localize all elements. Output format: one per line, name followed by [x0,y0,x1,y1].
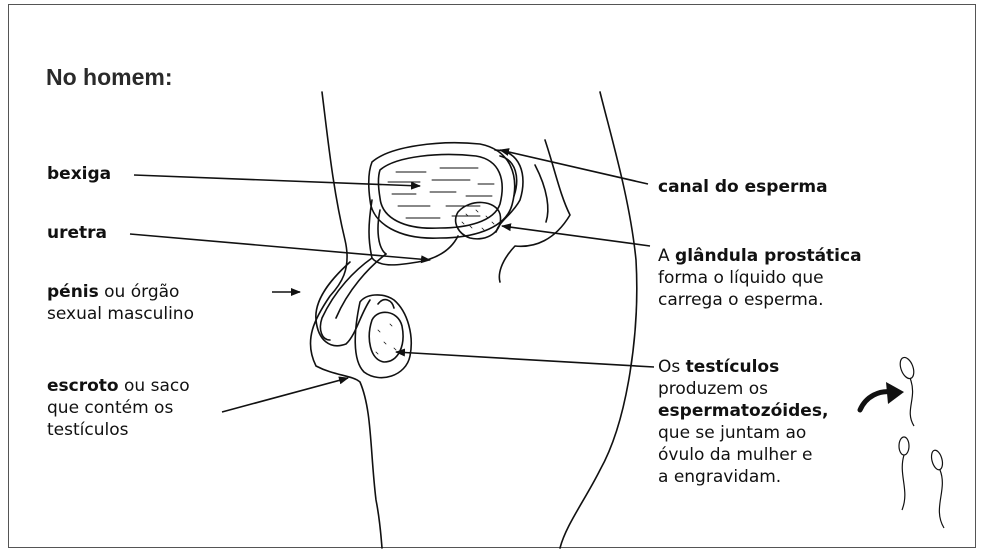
body-outline-back [560,92,637,548]
label-prostata-line3: carrega o esperma. [658,289,862,311]
testis-outline [369,312,403,362]
arrow-testiculos [396,352,654,367]
label-testiculos-line4: que se juntam ao [658,422,828,444]
label-prostata-pre: A [658,246,675,266]
label-prostata-bold: glândula prostática [675,246,862,266]
label-uretra-text: uretra [47,223,107,243]
sperm-illustration [898,356,945,528]
label-testiculos-pre: Os [658,357,686,377]
label-penis-bold: pénis [47,282,99,302]
label-prostata-line2: forma o líquido que [658,267,862,289]
label-penis: pénis ou órgão sexual masculino [47,281,194,325]
label-testiculos-line6: a engravidam. [658,466,828,488]
label-prostata: A glândula prostática forma o líquido qu… [658,245,862,311]
arrow-bexiga [134,175,420,186]
label-testiculos-line5: óvulo da mulher e [658,444,828,466]
label-testiculos-line3-bold: espermatozóides [658,401,822,421]
label-testiculos-line3-rest: , [822,401,828,421]
label-penis-line2: sexual masculino [47,303,194,325]
label-escroto: escroto ou saco que contém os testículos [47,375,190,441]
label-escroto-line3: testículos [47,419,190,441]
label-bexiga: bexiga [47,163,111,185]
label-uretra: uretra [47,222,107,244]
label-canal-text: canal do esperma [658,177,828,197]
label-escroto-rest: ou saco [119,376,190,396]
label-testiculos-line2: produzem os [658,378,828,400]
arrow-prostata [502,226,650,246]
label-bexiga-text: bexiga [47,164,111,184]
label-testiculos: Os testículos produzem os espermatozóide… [658,356,828,488]
label-escroto-bold: escroto [47,376,119,396]
label-testiculos-bold: testículos [686,357,780,377]
label-canal: canal do esperma [658,176,828,198]
label-escroto-line2: que contém os [47,397,190,419]
bladder-outline [369,143,515,238]
arrow-uretra [130,234,430,260]
bladder-hatching [388,168,494,218]
label-penis-rest: ou órgão [99,282,180,302]
arrow-canal [500,150,648,184]
arrow-escroto [222,378,348,412]
